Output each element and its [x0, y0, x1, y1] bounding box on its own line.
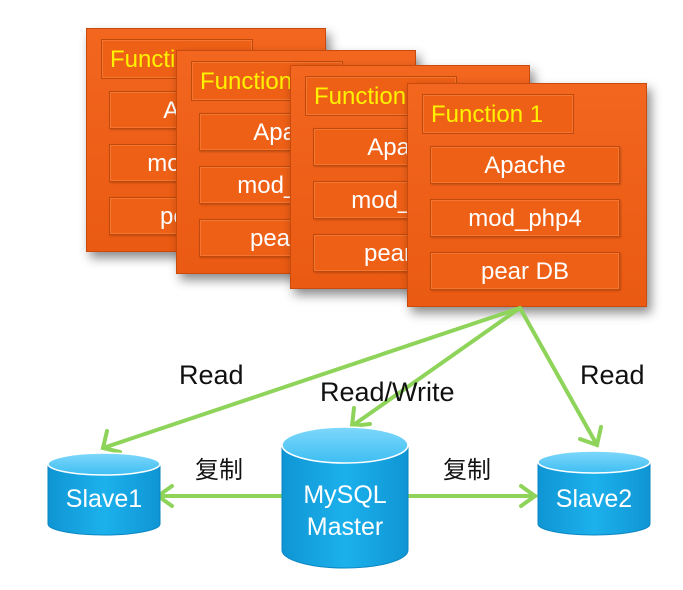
function-card-title: Function 1	[422, 94, 574, 134]
component-mod-php4: mod_php4	[430, 199, 620, 237]
slave1-label: Slave1	[65, 485, 143, 513]
component-apache: Apache	[430, 146, 620, 184]
read-arrow-slave1	[100, 306, 522, 454]
function-card-1: Function 1 Apache mod_php4 pear DB	[407, 83, 647, 307]
read-label-left: Read	[179, 360, 244, 390]
master-label-line1: MySQL	[303, 481, 387, 509]
read-write-label: Read/Write	[320, 377, 455, 407]
read-write-arrow-master	[349, 306, 522, 429]
replicate-label-left: 复制	[195, 457, 243, 484]
slave2-database-icon	[537, 450, 651, 536]
replication-arrow-slave1	[154, 484, 284, 508]
read-label-right: Read	[580, 360, 645, 390]
master-database-icon	[281, 426, 409, 569]
read-arrow-slave2	[518, 306, 603, 448]
slave2-label: Slave2	[555, 485, 633, 513]
replication-arrow-slave2	[406, 484, 539, 508]
master-label-line2: Master	[306, 513, 384, 541]
component-pear-db: pear DB	[430, 252, 620, 290]
slave1-database-icon	[47, 452, 161, 536]
replicate-label-right: 复制	[443, 457, 491, 484]
